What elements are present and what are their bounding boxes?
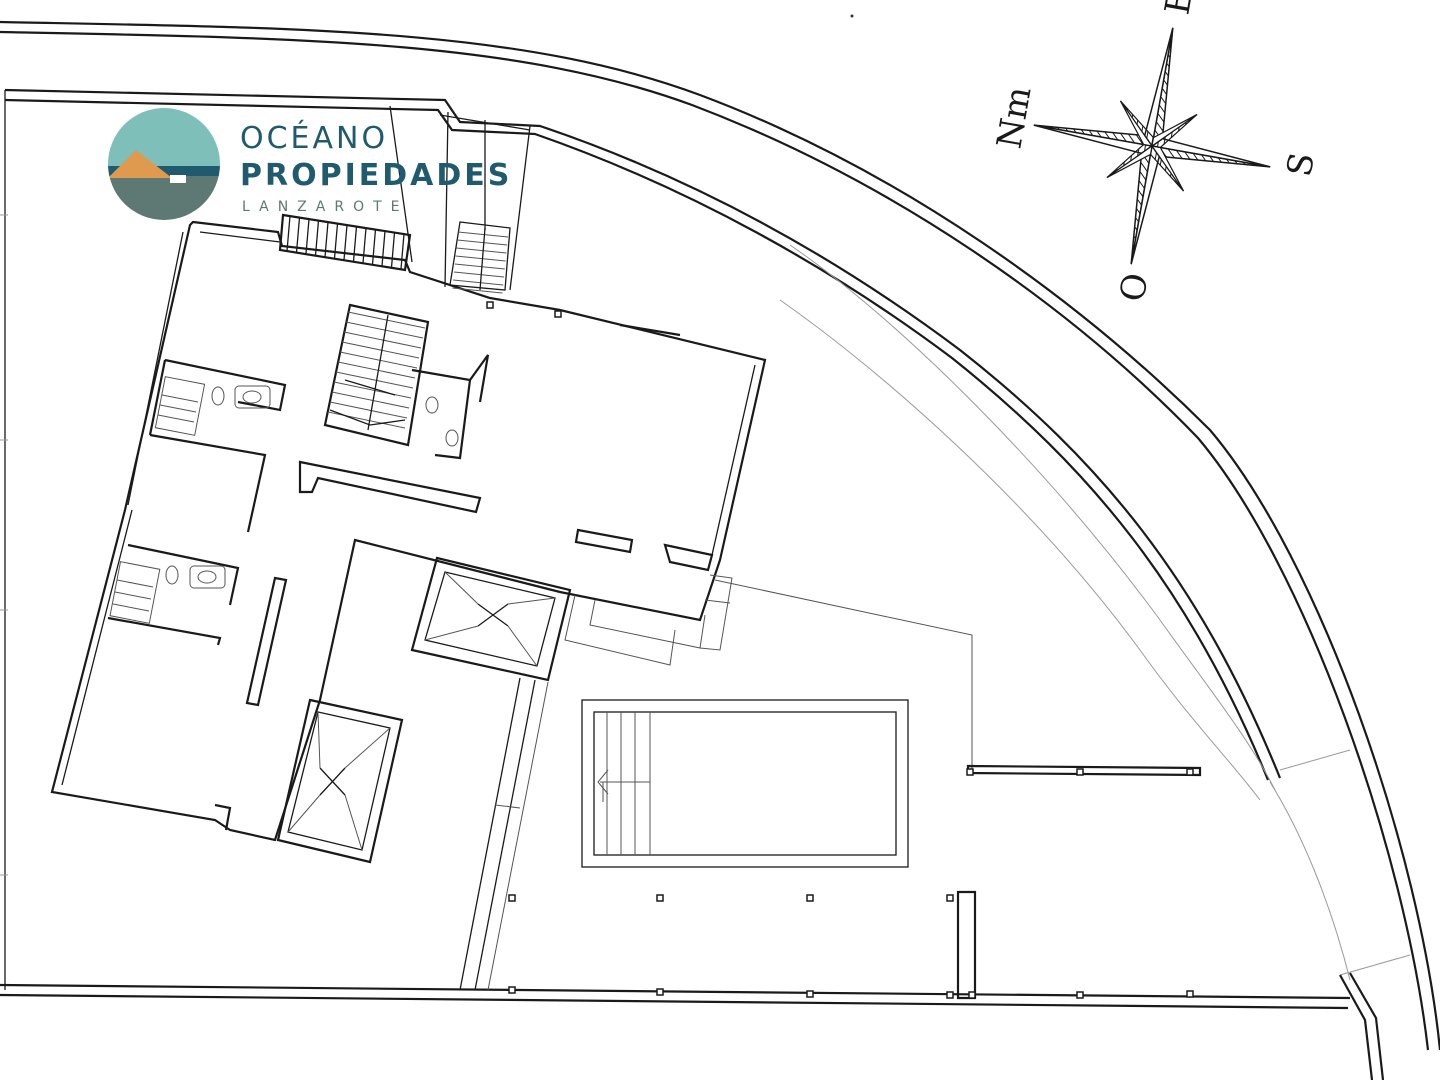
stair-tread xyxy=(457,239,508,246)
pergola-posts xyxy=(486,301,1194,999)
stair-tread xyxy=(333,223,339,259)
void-lower xyxy=(276,698,404,864)
central-staircase xyxy=(323,303,430,447)
pergola-post xyxy=(1186,990,1194,998)
stair-tread xyxy=(453,271,505,278)
stair-tread xyxy=(400,233,405,270)
compass-east-label: E xyxy=(1157,0,1201,18)
compass-south-label: S xyxy=(1279,150,1322,180)
pergola-post xyxy=(806,990,814,998)
plot-boundary xyxy=(0,20,1440,1080)
logo-location: LANZAROTE xyxy=(242,199,408,215)
interior-walls xyxy=(107,323,714,831)
stair-tread xyxy=(327,411,406,429)
stair-tread xyxy=(381,230,386,267)
terrace xyxy=(459,574,1202,1000)
stair-tread xyxy=(367,314,389,431)
house-outline xyxy=(50,220,767,842)
stair-tread xyxy=(324,221,329,258)
stair-tread xyxy=(341,341,420,359)
stair-tread xyxy=(452,287,503,294)
pergola-post xyxy=(966,768,974,776)
pergola-post xyxy=(656,894,664,902)
stair-tread xyxy=(362,227,367,264)
stair-tread xyxy=(457,231,509,238)
stair-tread xyxy=(331,391,410,409)
oceano-logo: OCÉANO PROPIEDADES LANZAROTE xyxy=(108,108,512,220)
pergola-post xyxy=(946,991,954,999)
stair-tread xyxy=(371,229,377,265)
stair-tread xyxy=(453,279,504,286)
pergola-post xyxy=(946,894,954,902)
stair-tread xyxy=(329,401,408,419)
pergola-post xyxy=(1186,768,1194,776)
compass-north-label: Nm xyxy=(989,84,1039,152)
stairs-top-left xyxy=(278,213,412,272)
pergola-post xyxy=(486,301,494,309)
pergola-post xyxy=(508,986,516,994)
stair-tread xyxy=(343,331,422,349)
stair-tread xyxy=(337,361,416,379)
stair-tread xyxy=(390,232,396,268)
stair-tread xyxy=(343,224,348,261)
stair-tread xyxy=(305,218,310,255)
pergola-post xyxy=(806,894,814,902)
stair-tread xyxy=(286,215,291,252)
entrance-passage xyxy=(389,105,531,291)
stair-tread xyxy=(455,255,506,262)
bathroom-fixtures xyxy=(109,376,459,624)
pergola-post xyxy=(968,991,976,999)
stair-tread xyxy=(352,226,358,262)
void-upper xyxy=(410,556,572,682)
stair-tread xyxy=(335,371,414,389)
stair-tread xyxy=(456,247,507,254)
stair-tread xyxy=(314,220,320,256)
stair-tread xyxy=(454,263,505,270)
pergola-post xyxy=(1076,991,1084,999)
stair-tread xyxy=(339,351,418,369)
swimming-pool xyxy=(581,699,909,868)
pergola-post xyxy=(656,988,664,996)
stairs-top-right xyxy=(449,221,511,294)
compass-west-label: O xyxy=(1112,270,1156,304)
pergola-post xyxy=(508,894,516,902)
logo-subtitle: PROPIEDADES xyxy=(240,158,512,193)
compass-rose xyxy=(1033,27,1271,265)
pergola-post xyxy=(1076,768,1084,776)
stair-tread xyxy=(295,217,301,253)
stair-tread xyxy=(333,381,412,399)
stair-tread xyxy=(345,321,424,339)
logo-title: OCÉANO xyxy=(240,120,388,156)
pergola-post xyxy=(554,310,562,318)
